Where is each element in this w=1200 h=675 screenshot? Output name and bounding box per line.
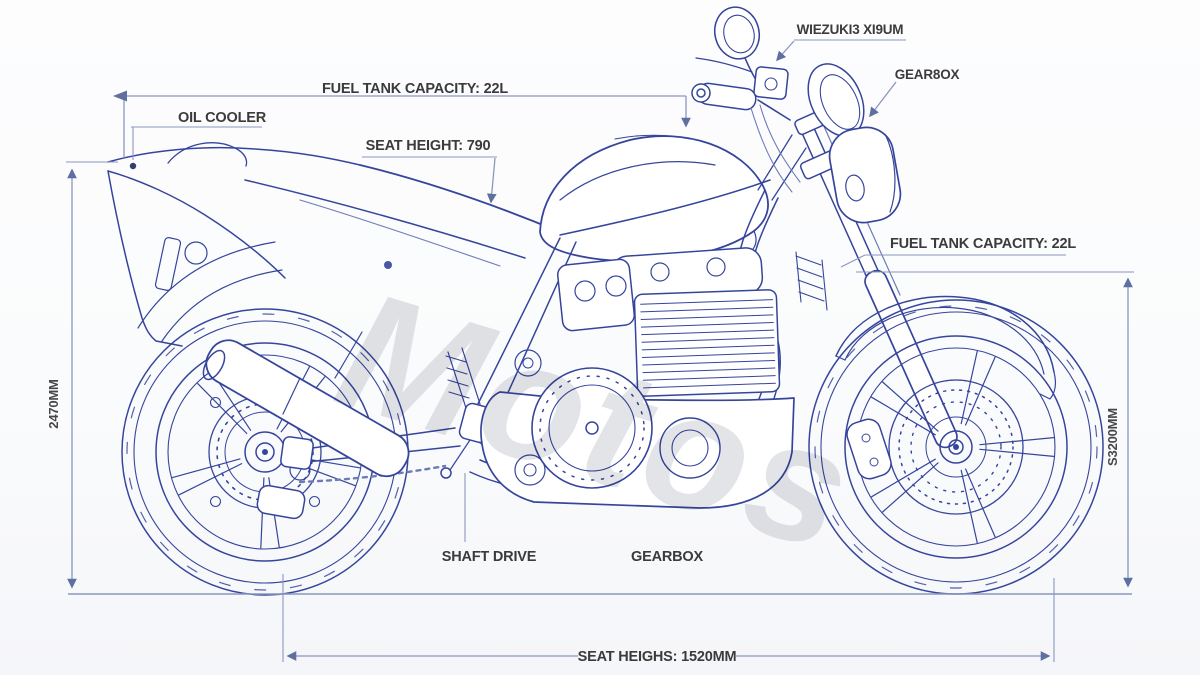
gearbox-bottom-label: GEARBOX (631, 549, 703, 565)
turn-signal (845, 174, 865, 202)
labels: WIEZUKI3 XI9UM GEAR8OX FUEL TANK CAPACIT… (46, 22, 1120, 665)
length-bottom-label: SEAT HEIGHS: 1520MM (578, 649, 737, 665)
front-wheel (808, 299, 1104, 595)
height-right-label: S3200MM (1105, 408, 1120, 466)
seat-height-label: SEAT HEIGHT: 790 (366, 138, 491, 154)
headlight-and-cockpit (691, 6, 902, 224)
mirror (713, 6, 761, 60)
fuel-tank (539, 134, 769, 262)
clutch-cover (531, 367, 653, 489)
fuel-tank-right-label: FUEL TANK CAPACITY: 22L (890, 236, 1076, 252)
brand-label: WIEZUKI3 XI9UM (797, 22, 904, 37)
tail-and-seat (107, 142, 561, 347)
brake-master-cylinder (753, 66, 789, 100)
cylinder-fins (640, 299, 776, 389)
oil-cooler-label: OIL COOLER (178, 110, 267, 126)
headlight (828, 126, 902, 224)
shaft-drive-label: SHAFT DRIVE (442, 549, 537, 565)
engine (480, 247, 795, 509)
muffler (205, 339, 410, 478)
height-left-label: 2470MM (46, 379, 61, 428)
brake-caliper (846, 418, 892, 480)
gearbox-top-label: GEAR8OX (895, 67, 960, 82)
fuel-tank-top-label: FUEL TANK CAPACITY: 22L (322, 81, 508, 97)
dimension-lines (66, 39, 1134, 662)
front-fender (835, 295, 1056, 400)
